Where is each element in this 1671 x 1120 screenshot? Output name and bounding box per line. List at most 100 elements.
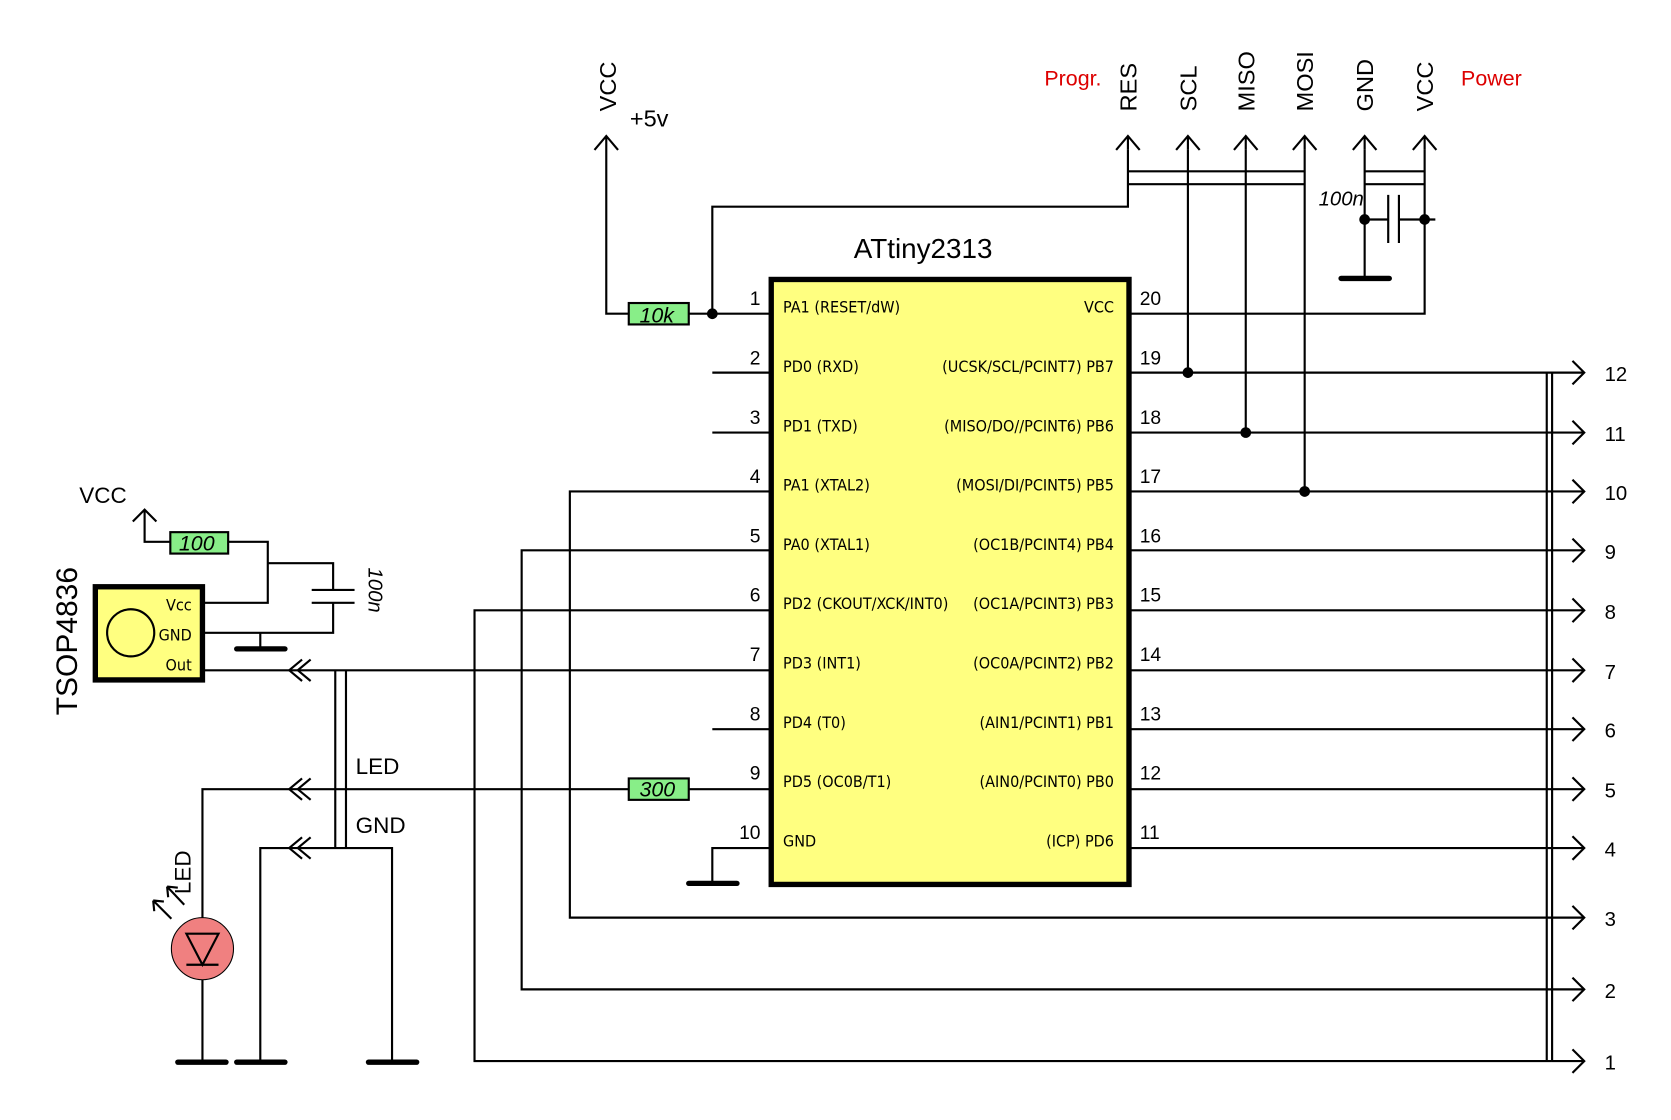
chip-pin-number: 15: [1140, 586, 1161, 607]
chip-pin-label: (OC1B/PCINT4) PB4: [973, 535, 1114, 554]
tsop-cap-value: 100n: [363, 567, 385, 612]
power-label: Power: [1461, 67, 1522, 91]
chip-pin-label: VCC: [1084, 298, 1114, 317]
output-bus: [1545, 372, 1554, 1062]
output-pin-label: 10: [1605, 483, 1628, 505]
chip-pin-label: PD2 (CKOUT/XCK/INT0): [783, 594, 948, 613]
junction-dot: [1419, 214, 1430, 225]
chip-pin-number: 10: [739, 823, 760, 844]
chip-pin-label: PD4 (T0): [783, 713, 846, 732]
tsop-resistor-value: 100: [179, 531, 215, 555]
chip-pin-number: 16: [1140, 526, 1161, 547]
chip-body: [768, 276, 1132, 888]
chip-pin-label: (AIN1/PCINT1) PB1: [980, 713, 1114, 732]
light-arrows-icon: [152, 885, 186, 920]
output-arrow-icon: [1571, 360, 1586, 386]
led-resistor-body: [627, 777, 690, 801]
connector-icon: [287, 836, 312, 860]
chip-pin-number: 7: [750, 645, 761, 666]
chip-pin-label: (MISO/DO//PCINT6) PB6: [944, 416, 1114, 435]
output-pin-label: 11: [1605, 424, 1626, 446]
led-icon: [170, 917, 235, 981]
voltage-label: +5v: [630, 105, 669, 131]
header-pin-label: MISO: [1233, 51, 1259, 111]
connector-icon: [287, 658, 312, 682]
output-pin-label: 12: [1605, 364, 1628, 386]
chip-pin-label: (OC0A/PCINT2) PB2: [973, 654, 1114, 673]
tsop-pin-gnd: GND: [159, 625, 192, 644]
chip-pin-label: (ICP) PD6: [1046, 832, 1114, 851]
chip-pin-number: 19: [1140, 348, 1161, 369]
chip-pin-number: 1: [750, 289, 761, 310]
output-arrow-icon: [1571, 905, 1586, 931]
chip-pin-number: 6: [750, 586, 761, 607]
output-arrow-icon: [1571, 776, 1586, 802]
chip-pin-number: 3: [750, 408, 761, 429]
capacitor-icon: [1387, 194, 1400, 244]
chip-name: ATtiny2313: [854, 233, 993, 264]
chip-pin-number: 11: [1140, 823, 1160, 844]
chip-pin-number: 4: [750, 467, 761, 488]
chip-pin-label: PD1 (TXD): [783, 416, 858, 435]
output-pin-label: 6: [1605, 721, 1616, 743]
output-pin-label: 4: [1605, 840, 1616, 862]
chip-pin-number: 12: [1140, 764, 1161, 785]
ir-receiver-name: TSOP4836: [51, 567, 84, 715]
chip-pin-number: 13: [1140, 704, 1161, 725]
led-resistor-value: 300: [639, 778, 675, 802]
vcc-arrow-icon: [593, 134, 629, 315]
ir-receiver-body: [92, 584, 206, 683]
chip-pin-label: PA1 (RESET/dW): [783, 298, 900, 317]
output-pin-label: 8: [1605, 602, 1616, 624]
led-label: LED: [171, 850, 196, 894]
chip-pin-label: PD0 (RXD): [783, 357, 859, 376]
chip-pin-number: 18: [1140, 408, 1161, 429]
chip-pin-number: 17: [1140, 467, 1161, 488]
reset-resistor-value: 10k: [639, 303, 675, 327]
header-pin-arrow-icon: [1175, 134, 1201, 151]
chip-pin-number: 9: [750, 764, 761, 785]
output-pin-label: 9: [1605, 542, 1616, 564]
reset-resistor: 10k: [627, 149, 1129, 327]
chip-pin-number: 2: [750, 348, 761, 369]
output-arrow-icon: [1571, 657, 1586, 683]
header-pin-arrow-icon: [1352, 134, 1378, 151]
ir-lens-icon: [106, 608, 156, 658]
output-arrow-icon: [1571, 976, 1586, 1002]
output-pin-label: 7: [1605, 662, 1616, 684]
vcc-label-top: VCC: [595, 62, 621, 112]
output-pin-label: 1: [1605, 1053, 1616, 1075]
chip-pin-label: GND: [783, 832, 816, 851]
header-pin-arrow-icon: [1233, 134, 1259, 151]
chip-pin-label: (AIN0/PCINT0) PB0: [980, 772, 1114, 791]
progr-label: Progr.: [1044, 67, 1101, 91]
chip-pin-label: (UCSK/SCL/PCINT7) PB7: [942, 357, 1114, 376]
header-pin-label: VCC: [1412, 62, 1438, 112]
tsop-pin-out: Out: [166, 655, 193, 674]
header-pin-arrow-icon: [1115, 134, 1141, 151]
chip-pin-number: 20: [1140, 289, 1161, 310]
junction-dot: [1359, 214, 1371, 225]
chip-pin-label: PA1 (XTAL2): [783, 476, 870, 495]
tsop-pin-vcc: Vcc: [166, 595, 192, 614]
output-arrow-icon: [1571, 478, 1586, 505]
chip-pin-label: PA0 (XTAL1): [783, 535, 870, 554]
chip-pin-label: PD3 (INT1): [783, 654, 861, 673]
connector-icon: [287, 777, 312, 801]
capacitor-icon: [311, 588, 355, 604]
net-led-label: LED: [356, 754, 400, 779]
output-pin-label: 3: [1605, 909, 1616, 931]
vcc-arrow-icon: [132, 508, 171, 543]
decoupling-cap-value: 100n: [1319, 189, 1364, 211]
header-pin-arrow-icon: [1292, 134, 1318, 151]
vcc-supply: VCC +5v: [593, 62, 669, 315]
output-arrow-icon: [1571, 1048, 1586, 1074]
chip-pin-label: (MOSI/DI/PCINT5) PB5: [956, 476, 1114, 495]
ir-receiver: TSOP4836 Vcc GND Out VCC 100 100n: [51, 483, 772, 715]
output-pin-label: 2: [1605, 981, 1616, 1003]
output-arrow-icon: [1571, 420, 1586, 446]
chip-attiny2313: ATtiny2313 1 PA1 (RESET/dW) 2 PD0 (RXD) 3 PD1…: [739, 233, 1161, 888]
